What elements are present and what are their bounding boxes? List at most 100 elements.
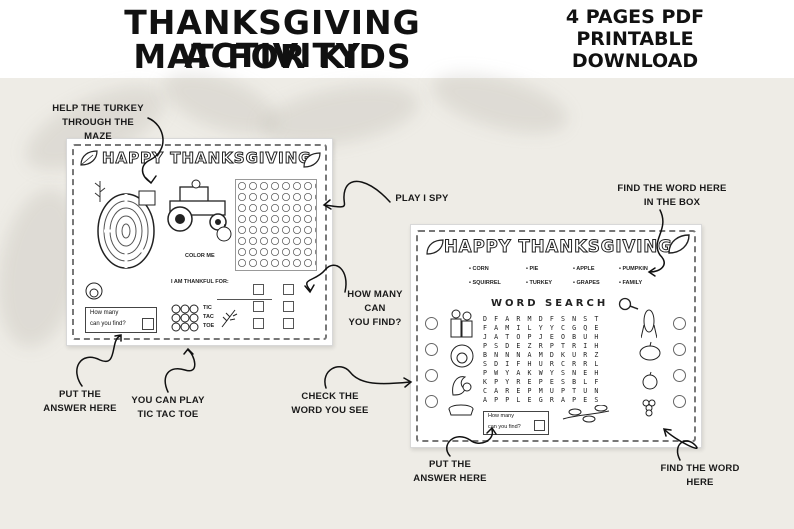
answer-box: [253, 284, 264, 295]
answer-annotation-right: PUT THE ANSWER HERE: [408, 458, 492, 486]
annotation-line: IN THE BOX: [643, 196, 701, 208]
branch-icon: [94, 181, 106, 202]
annotation-line: HELP THE TURKEY: [52, 103, 144, 114]
find-word-box-annotation: FIND THE WORD HERE IN THE BOX: [612, 182, 732, 210]
answer-box: [283, 301, 294, 312]
tractor-icon: [167, 179, 227, 232]
word-bank-item: • SQUIRREL: [469, 280, 501, 286]
download-label: DOWNLOAD: [571, 50, 699, 72]
how-many-label: How many: [90, 310, 119, 316]
printable-label: PRINTABLE: [576, 28, 694, 50]
how-many-annotation: HOW MANY CAN YOU FIND?: [338, 288, 412, 329]
word-search-title: WORD SEARCH: [491, 298, 609, 309]
leaf-branch-icon: [562, 405, 610, 423]
arrowhead: [403, 377, 413, 388]
pie-icon: [448, 404, 474, 416]
answer-box: [253, 301, 264, 312]
check-circle[interactable]: [425, 343, 438, 356]
leaf-icon: [668, 234, 690, 254]
answer-box: [283, 284, 294, 295]
check-circle[interactable]: [425, 317, 438, 330]
answer-box: [283, 318, 294, 329]
annotation-line: YOU FIND?: [348, 316, 402, 328]
title-line-2: MAT FOR KIDS: [133, 37, 412, 76]
check-circle[interactable]: [425, 369, 438, 382]
title-line-1: THANKSGIVING ACTIVITY: [124, 3, 421, 75]
pages-label: 4 PAGES PDF: [565, 6, 705, 28]
annotation-line: FIND THE WORD: [660, 463, 740, 474]
maze-annotation: HELP THE TURKEY THROUGH THE MAZE: [50, 102, 146, 143]
tac-label: TAC: [203, 314, 214, 320]
annotation-line: ANSWER HERE: [43, 402, 117, 414]
vine-border: [416, 230, 696, 442]
annotation-line: YOU CAN PLAY: [131, 395, 205, 406]
annotation-line: TIC TAC TOE: [137, 408, 199, 420]
annotation-line: CHECK THE: [301, 391, 359, 402]
word-search-grid: D F A R M D F S N S T F A M I L Y Y C G …: [481, 315, 611, 405]
leaf-icon: [80, 150, 98, 166]
activity-mat-right: HAPPY THANKSGIVING • CORN • PIE • APPLE …: [410, 224, 702, 448]
word-bank-item: • GRAPES: [573, 280, 600, 286]
check-circle[interactable]: [673, 369, 686, 382]
tic-label: TIC: [203, 305, 212, 311]
word-bank-item: • CORN: [469, 266, 489, 272]
corn-icon: [641, 309, 657, 339]
answer-box: [253, 318, 264, 329]
grid-row: P W Y A K W Y S N E H: [483, 369, 600, 377]
toe-label: TOE: [203, 323, 215, 329]
arrow: [324, 180, 391, 208]
flag-icon: [138, 190, 156, 206]
arrowhead: [304, 284, 315, 294]
magnifier-icon: [618, 297, 639, 311]
arrow: [164, 349, 196, 393]
tic-tac-annotation: YOU CAN PLAY TIC TAC TOE: [126, 394, 210, 422]
count-answer-box: [142, 318, 154, 330]
word-bank-item: • TURKEY: [526, 280, 553, 286]
happy-thanksgiving-banner: HAPPY THANKSGIVING: [102, 149, 312, 168]
vine-border: [72, 144, 327, 340]
arrowhead: [647, 267, 656, 277]
arrowhead: [183, 347, 194, 355]
leaf-icon: [426, 239, 444, 255]
word-bank-item: • APPLE: [573, 266, 595, 272]
can-you-find-label: can you find?: [90, 321, 126, 327]
arrow: [664, 429, 698, 461]
arrowhead: [145, 175, 157, 185]
activity-mat-left: HAPPY THANKSGIVING COLOR ME I AM THANKFU…: [66, 138, 333, 346]
thankful-label: I AM THANKFUL FOR:: [171, 279, 229, 285]
check-circle[interactable]: [673, 395, 686, 408]
grid-row: C A R E P M U P T U N: [483, 387, 600, 395]
grapes-icon: [642, 399, 656, 417]
grid-row: A P P L E G R A P E S: [483, 396, 600, 404]
arrowhead: [322, 199, 332, 210]
annotation-line: HOW MANY CAN: [347, 289, 403, 314]
annotation-line: FIND THE WORD HERE: [617, 183, 727, 194]
i-spy-grid: [235, 179, 317, 271]
leaf-icon: [303, 152, 321, 168]
maze-icon: [97, 193, 155, 269]
grid-row: D F A R M D F S N S T: [483, 315, 600, 323]
annotation-line: THROUGH THE MAZE: [62, 116, 134, 142]
annotation-line: PUT THE: [428, 459, 472, 470]
arrowhead: [114, 334, 122, 342]
grid-row: J A T O P J E O B U H: [483, 333, 600, 341]
writing-line: [217, 299, 272, 300]
family-icon: [450, 309, 473, 338]
word-bank-item: • FAMILY: [619, 280, 643, 286]
grid-row: K P Y R E P E S B L F: [483, 378, 600, 386]
turkey-icon: [450, 344, 474, 368]
wheat-icon: [221, 309, 238, 328]
grid-row: S D I F H U R C R R L: [483, 360, 600, 368]
annotation-line: WORD YOU SEE: [291, 404, 369, 416]
check-circle[interactable]: [673, 317, 686, 330]
check-circle[interactable]: [673, 343, 686, 356]
color-me-label: COLOR ME: [185, 253, 215, 259]
arrowhead: [486, 426, 497, 435]
check-circle[interactable]: [425, 395, 438, 408]
apple-icon: [642, 371, 658, 390]
happy-thanksgiving-banner: HAPPY THANKSGIVING: [444, 237, 673, 257]
header-band: THANKSGIVING ACTIVITY MAT FOR KIDS 4 PAG…: [0, 0, 794, 78]
arrow: [649, 209, 665, 273]
tic-tac-toe-icon: [171, 304, 199, 332]
